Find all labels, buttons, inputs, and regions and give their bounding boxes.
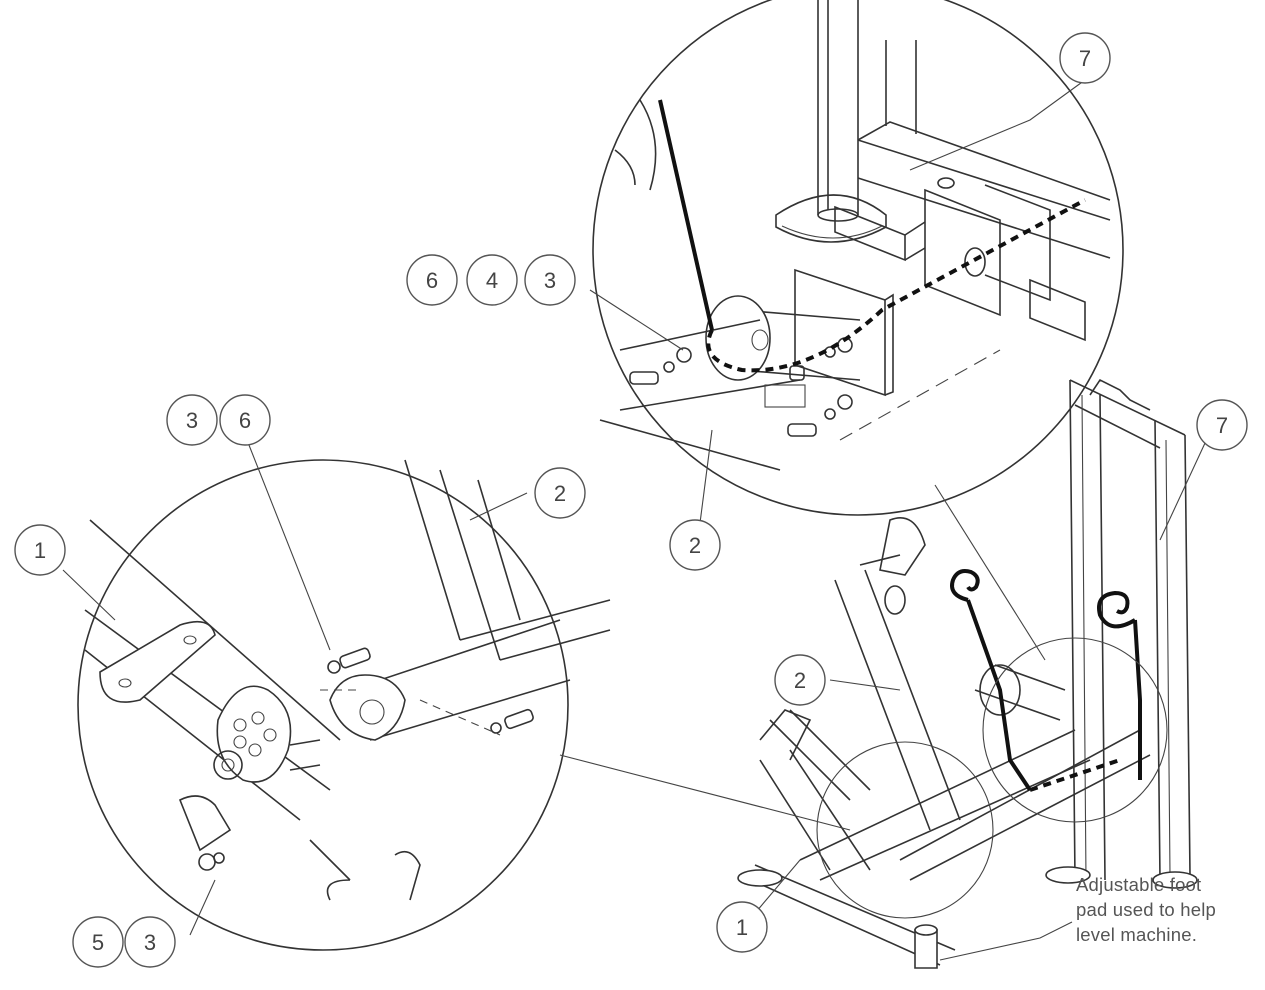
svg-text:1: 1 xyxy=(736,915,748,940)
svg-text:1: 1 xyxy=(34,538,46,563)
note-line-1: Adjustable foot xyxy=(1076,874,1202,895)
svg-text:3: 3 xyxy=(186,408,198,433)
callout-6-left: 6 xyxy=(219,394,271,446)
spring-right xyxy=(1097,590,1142,780)
svg-text:2: 2 xyxy=(554,481,566,506)
svg-text:7: 7 xyxy=(1079,46,1091,71)
svg-text:4: 4 xyxy=(486,268,498,293)
detail-circle-top xyxy=(592,0,1124,516)
callout-1-machine: 1 xyxy=(716,901,768,953)
spring-left xyxy=(950,569,1032,792)
machine-overview xyxy=(737,378,1198,969)
callout-2-top: 2 xyxy=(669,519,721,571)
bolt-group-top xyxy=(629,337,853,437)
callout-5-bottom: 5 xyxy=(72,916,124,968)
callout-2-machine: 2 xyxy=(774,654,826,706)
foot-pad-note: Adjustable foot pad used to help level m… xyxy=(1076,872,1265,947)
callout-2-left: 2 xyxy=(534,467,586,519)
callout-3-top: 3 xyxy=(524,254,576,306)
callout-1-left: 1 xyxy=(14,524,66,576)
callout-3-bottom: 3 xyxy=(124,916,176,968)
svg-text:2: 2 xyxy=(794,668,806,693)
callout-3-left: 3 xyxy=(166,394,218,446)
note-line-3: level machine. xyxy=(1076,924,1198,945)
svg-text:2: 2 xyxy=(689,533,701,558)
svg-text:3: 3 xyxy=(144,930,156,955)
svg-text:7: 7 xyxy=(1216,413,1228,438)
callout-4-top: 4 xyxy=(466,254,518,306)
svg-text:3: 3 xyxy=(544,268,556,293)
leader-lines xyxy=(62,79,1213,961)
callout-6-top: 6 xyxy=(406,254,458,306)
note-line-2: pad used to help xyxy=(1076,899,1217,920)
detail-circle-left xyxy=(77,459,611,951)
svg-text:6: 6 xyxy=(426,268,438,293)
callout-7-top: 7 xyxy=(1059,32,1111,84)
svg-text:6: 6 xyxy=(239,408,251,433)
svg-text:5: 5 xyxy=(92,930,104,955)
callout-7-machine: 7 xyxy=(1196,399,1248,451)
